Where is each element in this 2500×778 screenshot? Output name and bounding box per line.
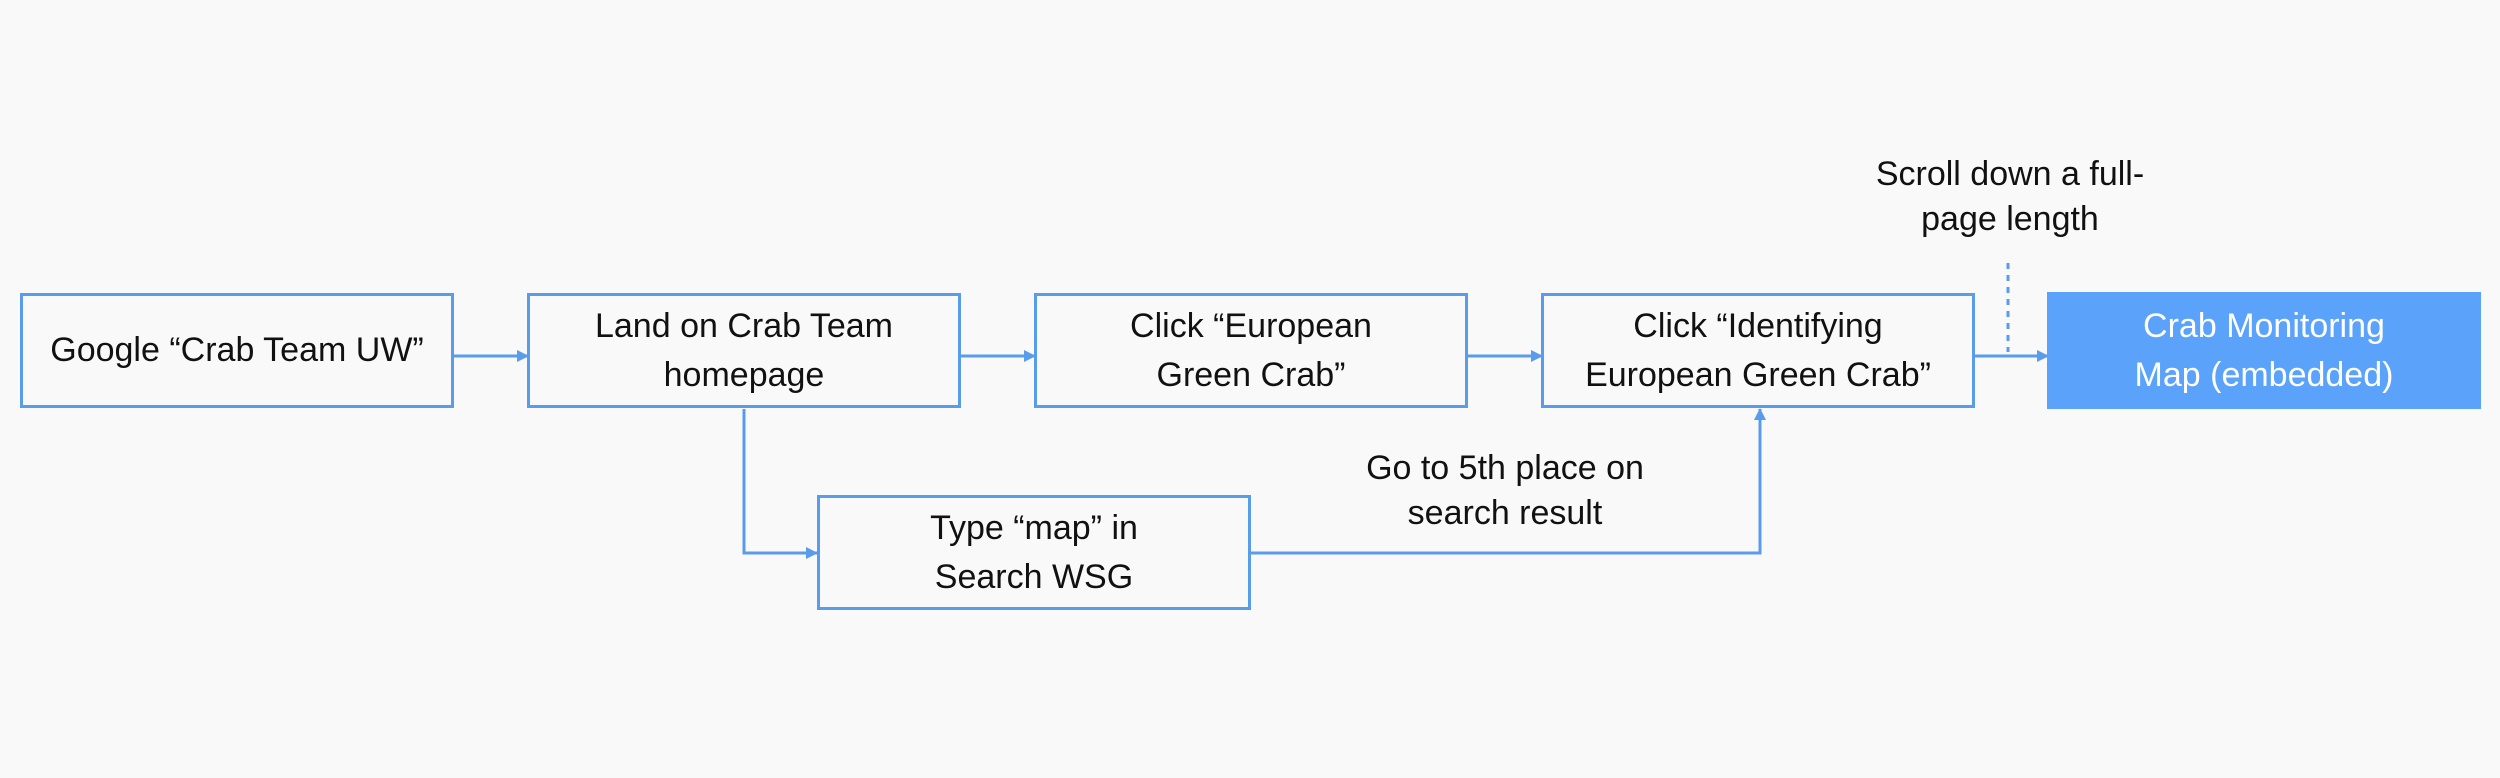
search-result-annotation-line-2: search result [1407,494,1603,532]
land-homepage-node: Land on Crab Team homepage [527,293,961,408]
crab-monitoring-map-line-1: Crab Monitoring [2143,306,2385,345]
crab-monitoring-map-node: Crab Monitoring Map (embedded) [2047,292,2481,409]
arrow-land-to-type-map [742,409,818,559]
search-result-annotation: Go to 5th place on search result [1305,446,1705,536]
scroll-annotation-line-2: page length [1921,200,2099,238]
google-search-line-1: Google “Crab Team UW” [50,331,424,369]
land-homepage-line-1: Land on Crab Team [594,306,893,345]
click-identifying-line-2: European Green Crab” [1585,355,1931,394]
click-european-green-crab-line-2: Green Crab” [1156,355,1346,394]
type-map-search-line-1: Type “map” in [930,508,1138,547]
scroll-annotation: Scroll down a full- page length [1810,152,2210,242]
click-european-green-crab-line-1: Click “European [1130,306,1372,345]
arrow-type-map-to-identifying [1250,408,1766,555]
click-identifying-line-1: Click “Identifying [1633,306,1883,345]
crab-monitoring-map-line-2: Map (embedded) [2134,355,2394,394]
click-european-green-crab-node: Click “European Green Crab” [1034,293,1468,408]
search-result-annotation-line-1: Go to 5th place on [1366,449,1644,487]
google-search-node: Google “Crab Team UW” [20,293,454,408]
click-identifying-node: Click “Identifying European Green Crab” [1541,293,1975,408]
scroll-annotation-line-1: Scroll down a full- [1875,155,2145,193]
type-map-search-line-2: Search WSG [934,557,1134,596]
land-homepage-line-2: homepage [663,355,825,394]
type-map-search-node: Type “map” in Search WSG [817,495,1251,610]
